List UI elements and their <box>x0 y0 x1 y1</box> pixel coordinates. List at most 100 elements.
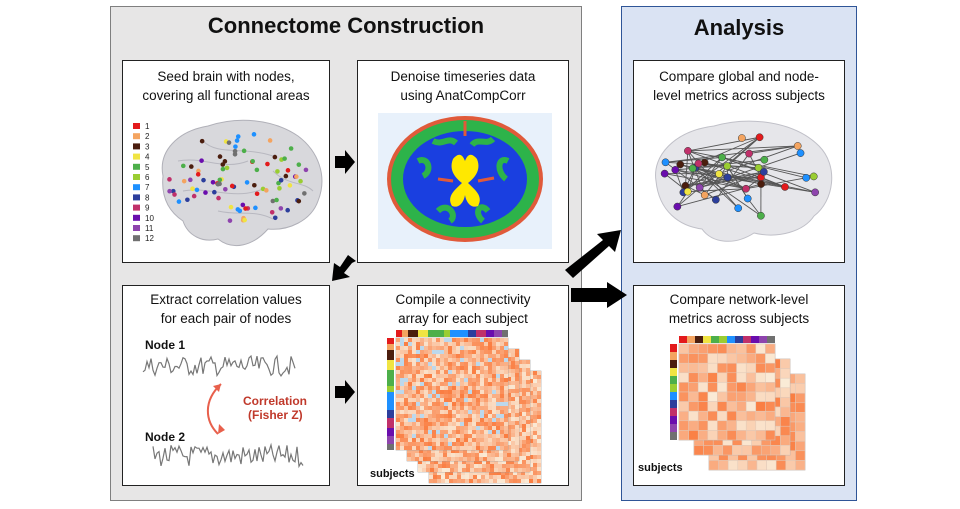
matrix-cell <box>464 442 468 446</box>
matrix-cell <box>396 434 400 438</box>
matrix-cell <box>496 406 500 410</box>
matrix-cell <box>515 445 519 449</box>
network-node <box>796 149 805 157</box>
matrix-cell <box>472 406 476 410</box>
matrix-cell <box>415 453 419 457</box>
caption-line-2: array for each subject <box>398 311 528 326</box>
matrix-cell <box>496 378 500 382</box>
matrix-cell <box>480 442 484 446</box>
matrix-cell <box>460 398 464 402</box>
network-strip-top <box>468 330 476 337</box>
matrix-cell <box>475 449 479 453</box>
matrix-cell <box>396 370 400 374</box>
matrix-cell <box>464 346 468 350</box>
matrix-cell <box>495 457 499 461</box>
matrix-cell <box>464 438 468 442</box>
caption-line-1: Compile a connectivity <box>395 292 531 307</box>
matrix-cell <box>460 366 464 370</box>
matrix-cell <box>481 471 485 475</box>
matrix-cell <box>460 422 464 426</box>
matrix-cell <box>484 382 488 386</box>
matrix-cell <box>444 354 448 358</box>
matrix-cell <box>765 343 776 354</box>
matrix-cell <box>420 382 424 386</box>
matrix-cell <box>454 460 458 464</box>
matrix-cell <box>412 426 416 430</box>
matrix-cell <box>460 382 464 386</box>
matrix-cell <box>500 390 504 394</box>
matrix-cell <box>464 378 468 382</box>
matrix-cell <box>412 446 416 450</box>
matrix-cell <box>476 390 480 394</box>
matrix-cell <box>452 338 456 342</box>
matrix-cell <box>488 402 492 406</box>
caption-line-1: Compare network-level <box>669 292 809 307</box>
matrix-cell <box>443 453 447 457</box>
matrix-cell <box>480 422 484 426</box>
matrix-cell <box>416 338 420 342</box>
caption-line-2: level metrics across subjects <box>653 88 825 103</box>
matrix-cell <box>500 374 504 378</box>
matrix-cell <box>780 445 791 456</box>
matrix-cell <box>476 442 480 446</box>
matrix-cell <box>477 479 481 483</box>
network-strip-left <box>670 344 677 352</box>
matrix-cell <box>537 463 541 467</box>
matrix-cell <box>424 406 428 410</box>
matrix-cell <box>420 374 424 378</box>
matrix-cell <box>408 346 412 350</box>
matrix-cell <box>518 452 522 456</box>
matrix-cell <box>400 422 404 426</box>
matrix-cell <box>708 460 719 471</box>
matrix-cell <box>416 394 420 398</box>
matrix-cell <box>518 392 522 396</box>
matrix-cell <box>780 416 791 427</box>
matrix-cell <box>477 471 481 475</box>
matrix-cell <box>440 382 444 386</box>
matrix-cell <box>492 350 496 354</box>
matrix-cell <box>533 443 537 447</box>
matrix-cell <box>491 449 495 453</box>
matrix-cell <box>480 350 484 354</box>
matrix-cell <box>443 449 447 453</box>
network-node <box>673 202 682 211</box>
matrix-cell <box>533 479 537 483</box>
matrix-cell <box>437 471 441 475</box>
matrix-cell <box>504 390 508 394</box>
matrix-cell <box>477 475 481 479</box>
matrix-cell <box>448 402 452 406</box>
matrix-cell <box>420 434 424 438</box>
matrix-cell <box>533 411 537 415</box>
matrix-cell <box>449 475 453 479</box>
matrix-cell <box>526 384 530 388</box>
matrix-cell <box>468 386 472 390</box>
legend-label: 6 <box>145 173 150 182</box>
matrix-cell <box>522 424 526 428</box>
matrix-cell <box>412 410 416 414</box>
matrix-cell <box>515 437 519 441</box>
matrix-cell <box>522 436 526 440</box>
matrix-cell <box>451 449 455 453</box>
matrix-cell <box>472 414 476 418</box>
network-node <box>742 184 750 193</box>
matrix-cell <box>420 350 424 354</box>
matrix-cell <box>436 446 440 450</box>
seed-node <box>220 166 226 172</box>
seed-node <box>303 167 309 173</box>
matrix-cell <box>480 342 484 346</box>
matrix-cell <box>448 434 452 438</box>
matrix-cell <box>522 388 526 392</box>
network-strip-left <box>670 360 677 368</box>
matrix-cell <box>511 377 515 381</box>
matrix-cell <box>511 429 515 433</box>
matrix-cell <box>483 449 487 453</box>
matrix-cell <box>511 349 515 353</box>
matrix-cell <box>678 420 689 431</box>
matrix-cell <box>460 374 464 378</box>
matrix-cell <box>496 386 500 390</box>
network-strip-left <box>387 428 394 436</box>
matrix-cell <box>432 434 436 438</box>
matrix-cell <box>472 418 476 422</box>
matrix-cell <box>439 457 443 461</box>
matrix-cell <box>448 382 452 386</box>
